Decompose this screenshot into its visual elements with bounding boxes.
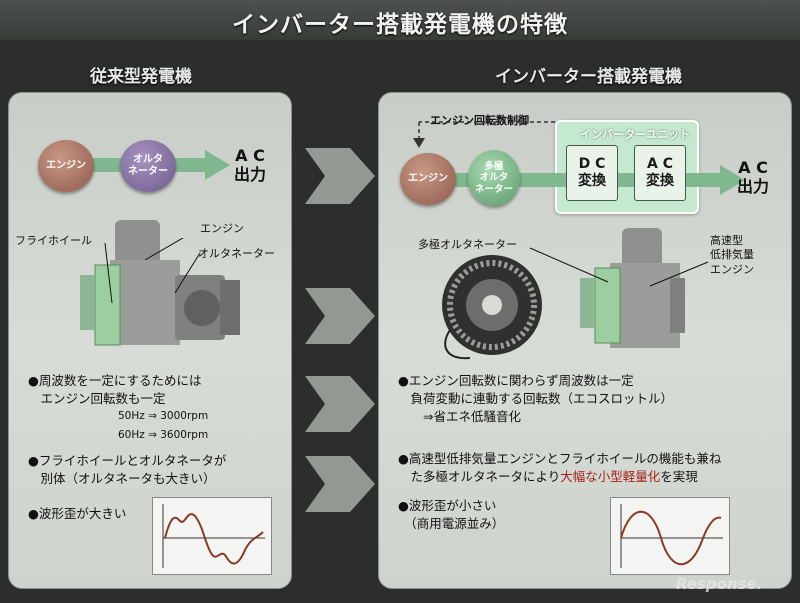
left-engine-text: エンジン — [46, 160, 86, 171]
right-heading: インバーター搭載発電機 — [495, 67, 682, 87]
right-multipole-text: 多極 オルタ ネーター — [474, 160, 513, 195]
right-multipole-circle: 多極 オルタ ネーター — [468, 150, 520, 206]
left-alternator-circle: オルタ ネーター — [120, 140, 176, 192]
clean-sine-waveform — [610, 497, 730, 575]
left-freq-60: 60Hz ⇒ 3600rpm — [118, 429, 209, 441]
right-bullet-waveform: ●波形歪が小さい （商用電源並み） — [398, 498, 505, 532]
left-bullet-frequency: ●周波数を一定にするためには エンジン回転数も一定 — [28, 373, 202, 407]
left-label-alternator: オルタネーター — [198, 247, 275, 260]
chevron-arrow — [305, 376, 375, 432]
left-label-engine: エンジン — [200, 222, 244, 235]
engine-speed-control-label: エンジン回転数制御 — [430, 114, 529, 127]
chevron-arrow — [305, 148, 375, 204]
multipole-alternator-illustration — [442, 255, 542, 360]
right-label-multipole: 多極オルタネーター — [418, 238, 517, 251]
left-ac-output: A C 出力 — [233, 146, 266, 185]
conventional-generator-illustration — [80, 220, 240, 346]
right-engine-text: エンジン — [408, 173, 448, 184]
right-bullet-frequency: ●エンジン回転数に関わらず周波数は一定 負荷変動に連動する回転数（エコスロットル… — [398, 373, 674, 425]
right-ac-output: A C 出力 — [736, 158, 769, 197]
right-label-engine: 高速型 低排気量 エンジン — [710, 234, 754, 276]
left-alternator-text: オルタ ネーター — [128, 154, 168, 177]
right-bullet-highlight: 大幅な小型軽量化 — [560, 469, 661, 485]
left-heading: 従来型発電機 — [90, 67, 192, 87]
distorted-waveform — [152, 497, 272, 575]
right-leader-lines — [529, 247, 709, 287]
inverter-unit-label: インバーターユニット — [580, 128, 690, 141]
ac-conversion-box: A C 変換 — [634, 145, 686, 201]
title-bar — [0, 0, 800, 40]
page-title: インバーター搭載発電機の特徴 — [232, 12, 568, 38]
left-label-flywheel: フライホイール — [15, 234, 92, 247]
response-watermark: Response. — [676, 575, 763, 593]
high-speed-engine-illustration — [580, 228, 685, 348]
chevron-arrow — [305, 456, 375, 512]
comparison-arrows — [305, 148, 375, 512]
dc-conversion-box: D C 変換 — [566, 145, 618, 201]
left-leader-lines — [104, 238, 201, 304]
right-bullet-compact: ●高速型低排気量エンジンとフライホイールの機能も兼ね た多極オルタネータにより大… — [398, 450, 721, 486]
left-bullet-waveform: ●波形歪が大きい — [28, 506, 127, 521]
left-freq-50: 50Hz ⇒ 3000rpm — [118, 410, 209, 422]
left-engine-circle: エンジン — [38, 140, 94, 192]
feedback-arrow — [413, 121, 555, 148]
right-bullet-compact-end: を実現 — [660, 469, 698, 485]
right-engine-circle: エンジン — [400, 153, 456, 205]
chevron-arrow — [305, 288, 375, 344]
left-bullet-flywheel: ●フライホイールとオルタネータが 別体（オルタネータも大きい） — [28, 453, 227, 487]
right-bullet-compact-text: ●高速型低排気量エンジンとフライホイールの機能も兼ね た多極オルタネータにより — [398, 451, 722, 485]
